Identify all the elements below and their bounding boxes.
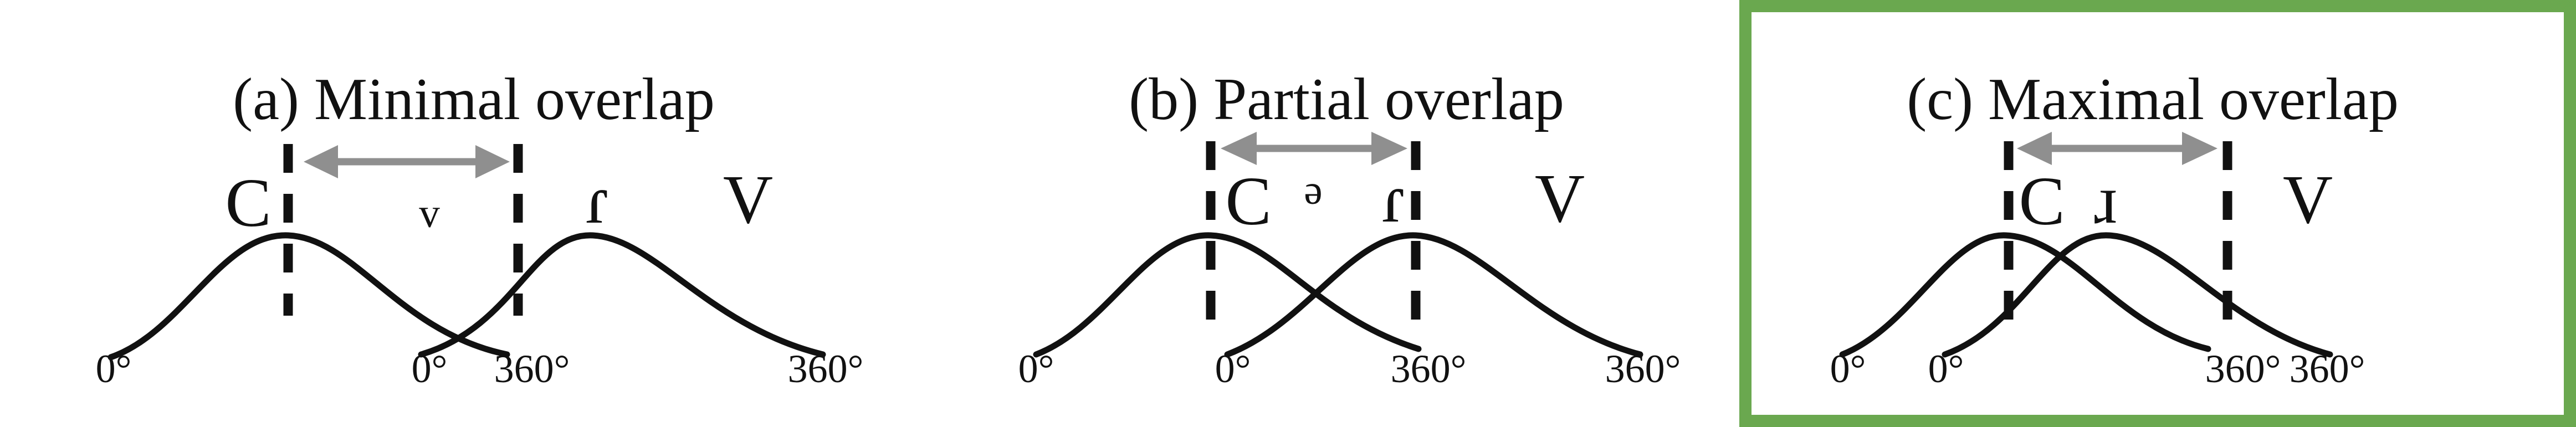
panel-a: (a) Minimal overlap C v ɾ V 0° 0° 360° 3…	[96, 66, 864, 391]
panel-b-arrowhead-right	[1371, 132, 1407, 165]
panel-b-gesture-label: ɾ	[1382, 161, 1405, 237]
panel-a-title: (a) Minimal overlap	[233, 66, 715, 132]
panel-c-title: (c) Maximal overlap	[1907, 66, 2399, 132]
panel-a-arrowhead-left	[304, 145, 338, 178]
panel-b-phase-label-4: 360°	[1605, 347, 1681, 391]
panel-a-vowel-curve	[418, 232, 826, 358]
panel-b-phase-label-2: 0°	[1215, 347, 1251, 391]
panel-a-phase-label-3: 360°	[494, 347, 570, 391]
panel-b-vowel-curve	[1224, 232, 1643, 358]
panel-c-arrowhead-left	[2017, 132, 2052, 165]
panel-c-phase-label-3: 360°	[2205, 347, 2281, 391]
panel-b-phase-label-3: 360°	[1391, 347, 1467, 391]
panel-b: (b) Partial overlap C ə ɾ V 0° 0° 360° 3…	[1018, 66, 1681, 391]
panel-c-phase-label-4: 360°	[2290, 347, 2365, 391]
panel-a-phase-label-4: 360°	[788, 347, 864, 391]
panel-a-interval-label: v	[419, 191, 440, 236]
panel-b-arrowhead-left	[1221, 132, 1257, 165]
panel-b-consonant-curve	[1033, 232, 1422, 358]
panel-c-arrowhead-right	[2182, 132, 2217, 165]
panel-b-title: (b) Partial overlap	[1129, 66, 1564, 132]
panel-a-consonant-label: C	[225, 165, 271, 241]
panel-c-consonant-curve	[1839, 232, 2211, 358]
panel-c-vowel-label: V	[2283, 162, 2333, 238]
panel-c-highlight-border	[1739, 0, 2576, 427]
panel-a-phase-label-2: 0°	[412, 347, 448, 391]
panel-c-phase-label-1: 0°	[1830, 347, 1866, 391]
panel-a-phase-label-1: 0°	[96, 347, 132, 391]
panel-a-gesture-label: ɾ	[586, 162, 609, 238]
panel-c: (c) Maximal overlap C ɹ V 0° 0° 360° 360…	[1739, 0, 2576, 427]
panel-a-consonant-curve	[107, 232, 510, 361]
panel-b-phase-label-1: 0°	[1018, 347, 1054, 391]
panel-c-gesture-label: ɹ	[2094, 162, 2117, 238]
panel-a-arrowhead-right	[475, 145, 510, 178]
panel-c-vowel-curve	[1942, 232, 2333, 358]
panel-b-interval-label: ə	[1304, 167, 1322, 213]
panel-b-consonant-label: C	[1225, 163, 1271, 240]
panel-a-vowel-label: V	[723, 162, 773, 238]
panel-c-consonant-label: C	[2019, 163, 2065, 240]
panel-c-phase-label-2: 0°	[1928, 347, 1964, 391]
panel-b-vowel-label: V	[1535, 161, 1585, 237]
